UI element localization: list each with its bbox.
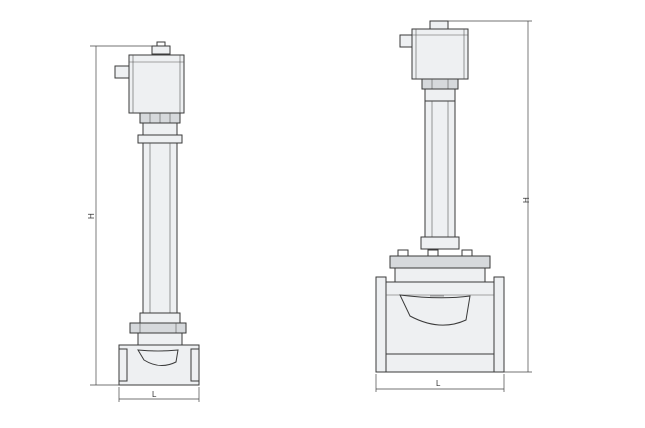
left-solenoid-coil <box>114 41 185 114</box>
right-valve-body <box>375 276 505 373</box>
right-stem-connector <box>421 78 459 102</box>
right-valve: H L <box>375 20 532 392</box>
left-height-label: H <box>87 213 96 219</box>
right-length-label: L <box>436 379 441 388</box>
right-bonnet <box>389 249 491 283</box>
left-length-label: L <box>152 390 157 399</box>
right-solenoid-coil <box>399 20 469 80</box>
left-dimension-lines <box>90 45 200 402</box>
right-dimension-lines <box>375 20 532 392</box>
left-stem-connector <box>137 112 183 144</box>
right-height-label: H <box>522 197 531 203</box>
right-stem-tube <box>420 100 460 250</box>
left-valve: H L <box>87 41 200 402</box>
left-valve-body <box>118 322 200 386</box>
left-stem-tube <box>139 142 181 324</box>
